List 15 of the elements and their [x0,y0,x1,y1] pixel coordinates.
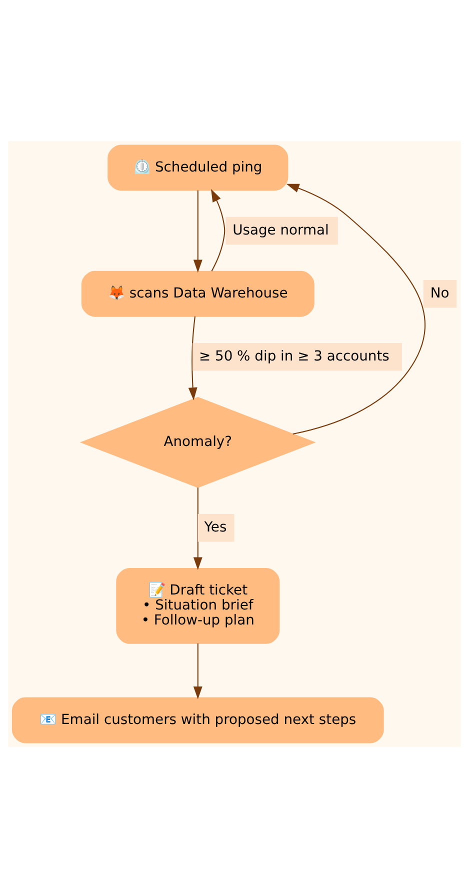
node-box: 🦊 scans Data Warehouse [81,270,314,316]
node-box: ⏲ Scheduled ping [108,144,288,190]
arrow [193,487,202,570]
arrow [188,316,198,400]
edge-label: No [430,284,450,301]
arrow [211,188,226,271]
node-box: 📝 Draft ticket • Situation brief • Follow-up plan [116,567,280,644]
edge-label: Usage normal [232,222,329,238]
edge-label: Yes [204,519,227,536]
edge-label: ≥ 50 % dip in ≥ 3 accounts [198,348,390,364]
arrow [193,642,202,699]
node-box: 📧 Email customers with proposed next steps [12,696,384,743]
node-diamond: Anomaly? [80,396,316,488]
arrow [286,183,426,434]
arrow [193,190,202,272]
